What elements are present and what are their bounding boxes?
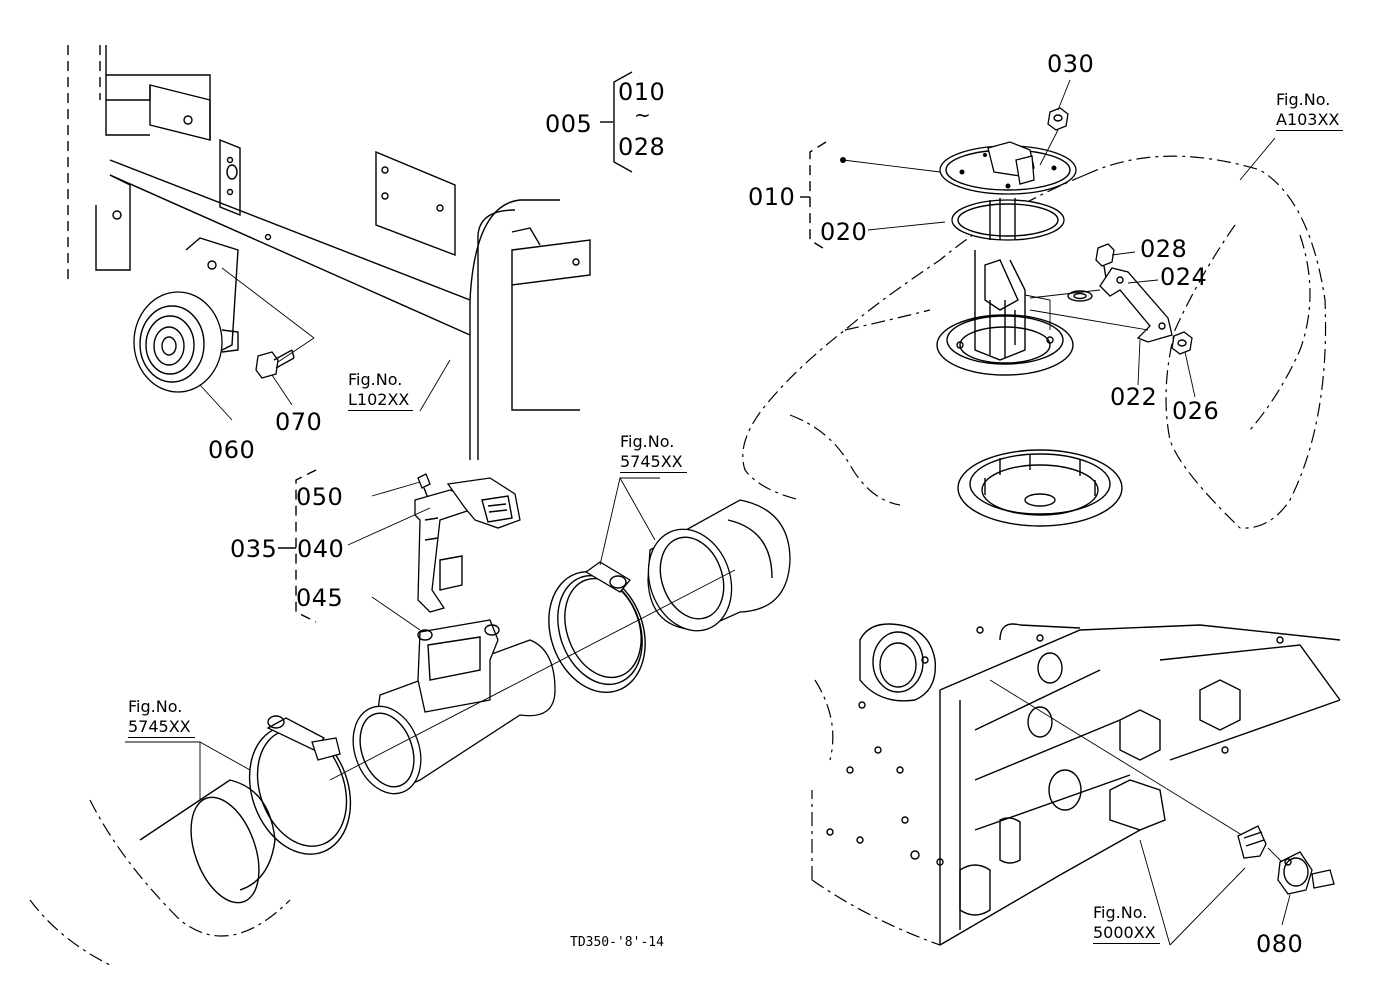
part-005-label: 005 — [545, 110, 593, 138]
fig-ref-5745-upper: Fig.No. 5745XX — [620, 432, 687, 473]
part-070-label: 070 — [275, 408, 323, 436]
part-024-label: 024 — [1160, 263, 1208, 291]
fig-ref-5000-caption: Fig.No. — [1093, 903, 1148, 922]
part-022-label: 022 — [1110, 383, 1158, 411]
bracket-icon — [1029, 243, 1193, 355]
part-035-label: 035 — [230, 535, 278, 563]
fig-ref-a103: Fig.No. A103XX — [1276, 90, 1344, 131]
fuel-pump-icon — [936, 141, 1093, 376]
fig-ref-5000-number: 5000XX — [1093, 923, 1160, 944]
part-020-label: 020 — [820, 218, 868, 246]
leader-lines — [125, 71, 1291, 946]
fig-ref-l102: Fig.No. L102XX — [348, 370, 414, 411]
oil-pressure-switch-icon — [1237, 825, 1335, 895]
fig-ref-a103-caption: Fig.No. — [1276, 90, 1331, 109]
horn-icon — [133, 237, 239, 393]
part-080-label: 080 — [1256, 930, 1304, 958]
rubber-hose-icon — [647, 499, 791, 632]
drawing-code: TD350-'8'-14 — [570, 935, 664, 950]
part-028-range-label: 028 — [618, 133, 666, 161]
fig-ref-5745-upper-number: 5745XX — [620, 452, 687, 473]
fig-ref-5745-lower: Fig.No. 5745XX — [128, 697, 195, 738]
part-026-label: 026 — [1172, 397, 1220, 425]
hose-clamp-lower-icon — [248, 715, 352, 855]
part-028-label: 028 — [1140, 235, 1188, 263]
bolt-icon — [221, 267, 315, 379]
fig-ref-5745-upper-caption: Fig.No. — [620, 432, 675, 451]
engine-block-icon — [811, 623, 1341, 946]
nut-icon — [1039, 107, 1069, 166]
part-060-label: 060 — [208, 436, 256, 464]
part-030-label: 030 — [1047, 50, 1095, 78]
hose-clamp-icon — [548, 561, 646, 694]
mass-airflow-sensor-icon — [352, 473, 556, 795]
range-tilde-label: ~ — [634, 103, 652, 127]
fig-ref-5745-lower-caption: Fig.No. — [128, 697, 183, 716]
fig-ref-a103-number: A103XX — [1276, 110, 1344, 131]
fig-ref-5745-lower-number: 5745XX — [128, 717, 195, 738]
part-010-label: 010 — [748, 183, 796, 211]
part-040-label: 040 — [297, 535, 345, 563]
fig-ref-l102-caption: Fig.No. — [348, 370, 403, 389]
fig-ref-l102-number: L102XX — [348, 390, 414, 411]
axis-line-main — [329, 569, 736, 781]
part-050-label: 050 — [296, 483, 344, 511]
frame-outline — [67, 45, 591, 460]
lower-duct-outline — [29, 779, 291, 966]
part-045-label: 045 — [296, 584, 344, 612]
tank-flange-ring — [957, 449, 1123, 527]
fig-ref-5000: Fig.No. 5000XX — [1093, 903, 1160, 944]
part-010-range-label: 010 — [618, 78, 666, 106]
